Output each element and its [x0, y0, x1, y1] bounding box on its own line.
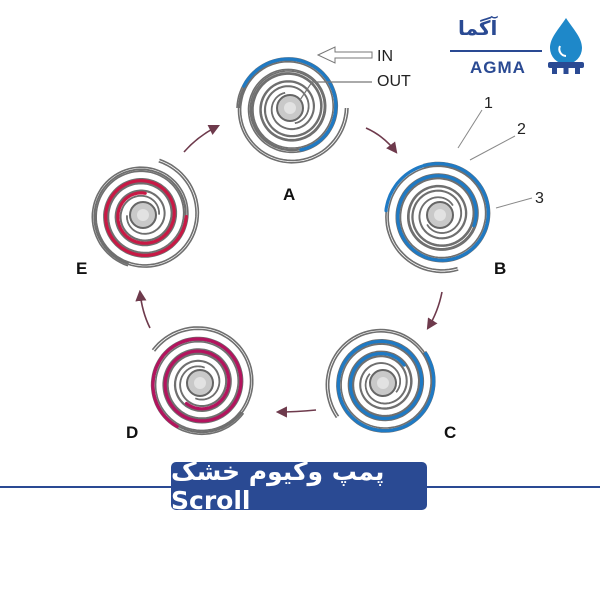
- scroll-hub-core: [377, 377, 389, 389]
- title-banner: پمپ وکیوم خشک Scroll: [171, 457, 427, 515]
- scroll-hub-core: [284, 102, 296, 114]
- cycle-arrow-d-e: [135, 289, 151, 329]
- stage-label-b: B: [494, 259, 506, 278]
- in-arrow: [316, 46, 373, 64]
- stage-label-c: C: [444, 423, 456, 442]
- banner-line-right: [427, 486, 600, 488]
- scroll-stage-d: [150, 326, 254, 436]
- scroll-stage-a: [236, 57, 349, 164]
- gas-pocket-highlight: [151, 337, 243, 429]
- scroll-wall-fixed-inner: [153, 328, 252, 432]
- scroll-hub-core: [434, 209, 446, 221]
- gas-pocket-highlight: [104, 179, 188, 258]
- scroll-stage-e: [91, 158, 200, 268]
- scroll-wall-fixed-inner: [239, 60, 347, 162]
- out-arrow: [299, 81, 372, 101]
- callout-line-1: [457, 109, 483, 149]
- brand-name-fa: آگما: [458, 16, 498, 40]
- scroll-hub-core: [194, 377, 206, 389]
- brand-logo: آگما AGMA: [450, 14, 590, 84]
- callout-line-3: [495, 197, 533, 209]
- banner-line-left: [0, 486, 171, 488]
- water-drop-gear-icon: [548, 18, 584, 74]
- scroll-stage-b: [384, 161, 491, 274]
- in-label: IN: [377, 48, 393, 65]
- gas-pocket-highlight: [384, 161, 490, 262]
- cycle-arrow-e-a: [183, 124, 221, 153]
- gas-pocket-highlight: [336, 339, 436, 433]
- cycle-arrow-c-d: [275, 406, 317, 418]
- callout-3: 3: [535, 190, 544, 207]
- stage-label-d: D: [126, 423, 138, 442]
- stage-label-a: A: [283, 185, 295, 204]
- callout-1: 1: [484, 95, 493, 112]
- gas-pocket-highlight: [242, 57, 338, 152]
- cycle-arrow-b-c: [426, 291, 443, 330]
- scroll-wall-fixed-inner: [387, 165, 487, 271]
- brand-name-en: AGMA: [470, 58, 526, 77]
- scroll-wall-fixed-inner: [327, 330, 432, 429]
- banner-title: پمپ وکیوم خشک Scroll: [171, 457, 385, 515]
- callout-line-2: [469, 135, 516, 161]
- scroll-wall-fixed-inner: [95, 161, 197, 266]
- brand-underline: [450, 50, 542, 52]
- stage-label-e: E: [76, 259, 87, 278]
- callout-2: 2: [517, 121, 526, 138]
- scroll-stage-c: [325, 328, 436, 433]
- cycle-arrow-a-b: [365, 127, 398, 154]
- scroll-hub-core: [137, 209, 149, 221]
- out-label: OUT: [377, 73, 411, 90]
